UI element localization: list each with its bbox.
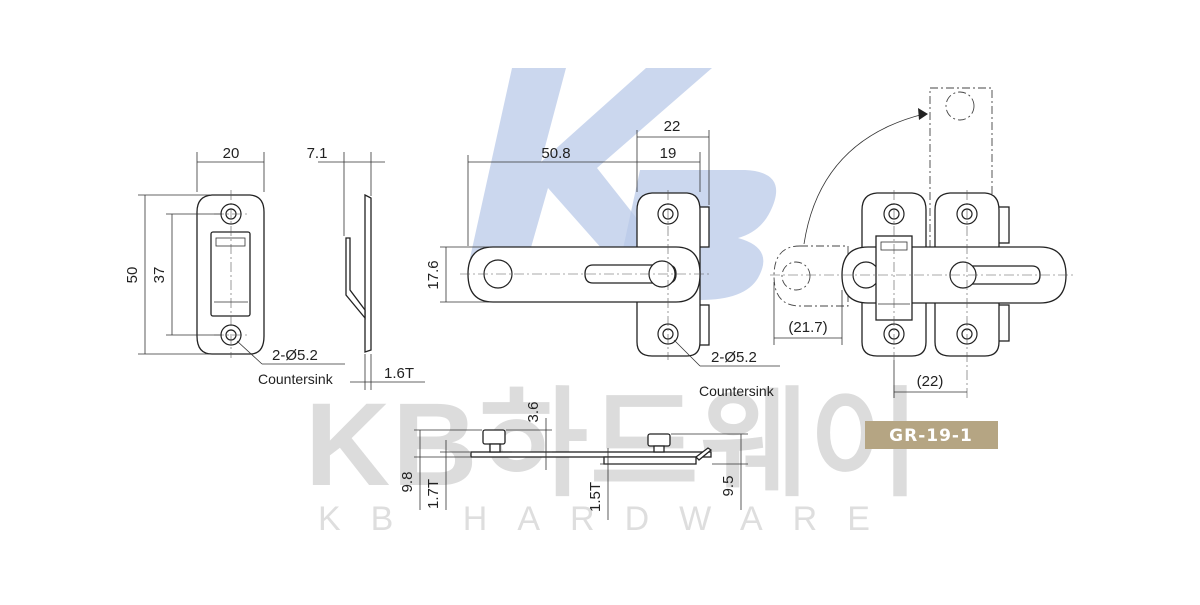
bottom-knob-right-head — [647, 433, 671, 447]
model-badge: GR-19-1 — [865, 421, 998, 449]
bottom-profile-view: 3.6 9.8 1.7T 1.5T 9.5 — [399, 402, 748, 520]
mid-plate-thickness-dim: 1.5T — [587, 482, 604, 512]
side-profile-view: 7.1 1.6T — [307, 145, 425, 390]
phantom-extended-bar — [773, 245, 849, 307]
bottom-knob-right-stem — [653, 445, 665, 453]
plate-height-dim: 50 — [124, 267, 141, 284]
leader-line — [673, 339, 701, 367]
open-view: (21.7) (22) — [770, 87, 1075, 398]
knob-height-dim: 3.6 — [525, 402, 542, 423]
plate-hole-note-sub: Countersink — [258, 371, 334, 387]
bottom-bracket-hook — [695, 447, 713, 461]
phantom-bar-hole — [945, 91, 975, 121]
side-profile-outline — [364, 193, 372, 353]
plate-hole-pitch-dim: 37 — [151, 267, 168, 284]
spacing-dim: (22) — [917, 373, 944, 390]
bottom-knob-left-stem — [489, 443, 501, 453]
strike-plate-view: 20 50 37 2-Ø5.2 Countersink — [124, 145, 345, 387]
kb-logo-k-shape — [470, 68, 712, 258]
side-thickness-dim: 1.6T — [384, 365, 414, 382]
front-length-dim: 50.8 — [541, 145, 570, 162]
bracket-inner-dim: 19 — [660, 145, 677, 162]
bar-height-dim: 17.6 — [425, 260, 442, 289]
brand-korean-watermark: KB하드웨어 — [305, 379, 922, 511]
swing-arrowhead — [918, 108, 928, 120]
brand-english-watermark: KB HARDWARE — [318, 500, 900, 538]
plate-width-dim: 20 — [223, 145, 240, 162]
bottom-bracket-profile — [603, 456, 697, 465]
bracket-width-dim: 22 — [664, 118, 681, 135]
left-plate-thickness-dim: 1.7T — [425, 479, 442, 509]
plate-hole-note: 2-Ø5.2 — [272, 347, 318, 364]
phantom-extended-hole — [781, 261, 811, 291]
swing-arc — [803, 113, 925, 245]
latch-bar-outline — [467, 246, 701, 303]
side-offset-dim: 7.1 — [307, 145, 328, 162]
slot-lip-top — [215, 237, 246, 247]
strike-plate-slot — [210, 231, 251, 317]
bracket-hole-note-sub: Countersink — [699, 383, 775, 399]
right-overall-height-dim: 9.5 — [720, 476, 737, 497]
model-number: GR-19-1 — [889, 426, 973, 446]
bracket-hole-note: 2-Ø5.2 — [711, 349, 757, 366]
side-profile-hook — [345, 237, 366, 320]
bottom-bar-profile — [470, 451, 712, 458]
left-overall-height-dim: 9.8 — [399, 472, 416, 493]
leader-line — [236, 340, 263, 365]
extension-dim: (21.7) — [788, 319, 827, 336]
bottom-knob-left-head — [482, 429, 506, 445]
front-view-closed: 50.8 22 19 17.6 2-Ø5.2 Countersink — [425, 118, 780, 399]
